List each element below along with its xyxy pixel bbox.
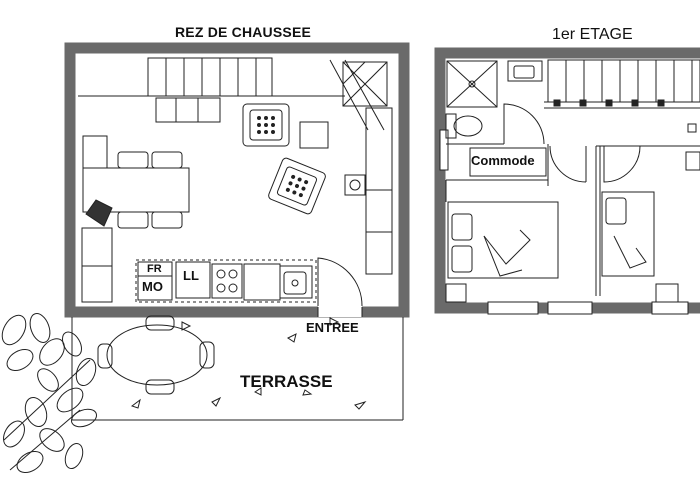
commode bbox=[469, 147, 547, 177]
first-floor-title: 1er ETAGE bbox=[552, 26, 633, 43]
dishwasher bbox=[175, 261, 211, 299]
armchair-rotated bbox=[268, 157, 326, 215]
terrace bbox=[71, 315, 404, 421]
bedroom2-door bbox=[603, 145, 641, 183]
entrance-gap bbox=[318, 305, 362, 317]
terrace-table bbox=[106, 324, 208, 386]
ground-floor-walls bbox=[64, 42, 410, 318]
left-armchair bbox=[85, 199, 113, 227]
kitchen-appliances bbox=[135, 259, 317, 303]
pouf bbox=[299, 121, 329, 149]
bed-1 bbox=[447, 201, 559, 279]
first-floor bbox=[434, 47, 700, 315]
bedroom1-door bbox=[549, 145, 587, 183]
microwave bbox=[137, 275, 173, 301]
kitchen-left-column bbox=[81, 227, 113, 303]
washbasin bbox=[507, 60, 543, 82]
oven bbox=[211, 263, 243, 299]
sideboard bbox=[155, 97, 221, 123]
ground-floor-title: REZ DE CHAUSSEE bbox=[175, 24, 312, 40]
entrance-door bbox=[317, 257, 363, 307]
microwave-label: MO bbox=[142, 279, 163, 294]
shower bbox=[446, 60, 498, 108]
bed-2 bbox=[601, 191, 655, 277]
terrace-label: TERRASSE bbox=[240, 372, 333, 391]
hob bbox=[344, 174, 366, 196]
staircase bbox=[78, 57, 385, 131]
corner-unit bbox=[342, 61, 388, 107]
commode-label: Commode bbox=[471, 153, 535, 168]
dining-table bbox=[82, 135, 190, 229]
bathroom-door bbox=[503, 103, 545, 145]
sink bbox=[279, 265, 313, 299]
toilet bbox=[445, 113, 483, 139]
entrance-label: ENTREE bbox=[306, 320, 359, 335]
ground-floor bbox=[64, 42, 410, 318]
upper-staircase bbox=[544, 59, 700, 109]
armchair bbox=[242, 103, 290, 147]
dishwasher-label: LL bbox=[183, 268, 199, 283]
counter bbox=[243, 263, 281, 301]
tree-foliage bbox=[1, 313, 98, 473]
fridge-label: FR bbox=[147, 263, 162, 275]
